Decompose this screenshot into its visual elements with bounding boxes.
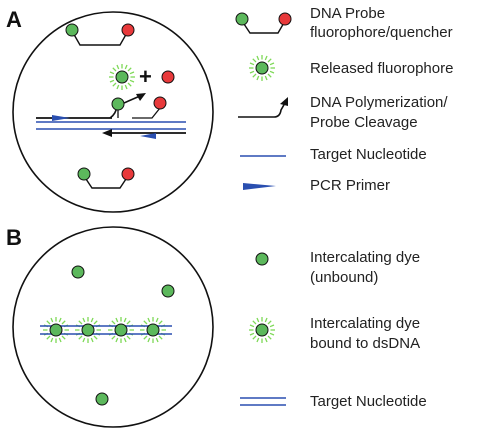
dsdna-with-bound-dye (40, 316, 172, 344)
unbound-dye (71, 265, 85, 279)
bound-dye (49, 323, 63, 337)
released-quencher (161, 70, 175, 84)
bound-dye (81, 323, 95, 337)
legend-a-probe-line1: DNA Probe (310, 5, 385, 22)
legend-b-bound-line2: bound to dsDNA (310, 335, 420, 352)
legend-b-unbound-line1: Intercalating dye (310, 249, 420, 266)
unbound-dye (95, 392, 109, 406)
polymerization-arrow-icon (238, 97, 288, 118)
legend-a-polymerization-line2: Probe Cleavage (310, 114, 418, 131)
legend-a-probe-line2: fluorophore/quencher (310, 24, 453, 41)
bound-dye (114, 323, 128, 337)
intact-probe-bottom (77, 167, 135, 189)
intact-probe-top (65, 23, 135, 46)
legend-b-bound-line1: Intercalating dye (310, 315, 420, 332)
fluorophore-icon (65, 23, 79, 37)
target-nucleotide-double-line-icon (240, 397, 286, 406)
intercalating-dye-bound-icon (248, 316, 276, 344)
released-fluorophore-icon (248, 54, 276, 82)
released-fluorophore (108, 63, 136, 91)
unbound-dye (161, 284, 175, 298)
legend-a-released-label: Released fluorophore (310, 60, 453, 77)
pcr-primer-icon (243, 183, 276, 190)
plus-sign: + (139, 64, 152, 89)
legend-a-primer-label: PCR Primer (310, 177, 390, 194)
bound-dye (146, 323, 160, 337)
legend-a-target-label: Target Nucleotide (310, 146, 427, 163)
panel-b-reaction-circle (12, 226, 214, 428)
pcr-primer-bottom (140, 133, 156, 139)
extension-bottom (102, 129, 186, 139)
panel-a-reaction-circle (12, 11, 214, 213)
legend-a-polymerization-line1: DNA Polymerization/ (310, 94, 448, 111)
panel-a-label: A (6, 7, 22, 32)
panel-b-label: B (6, 225, 22, 250)
legend-b-unbound-line2: (unbound) (310, 269, 378, 286)
probe-icon (235, 12, 292, 34)
cleaved-probe (111, 96, 167, 119)
target-double-strand (36, 121, 186, 130)
pcr-primer-top (52, 115, 70, 121)
quencher-icon (121, 23, 135, 37)
legend-b-target-label: Target Nucleotide (310, 393, 427, 410)
intercalating-dye-unbound-icon (255, 252, 269, 266)
